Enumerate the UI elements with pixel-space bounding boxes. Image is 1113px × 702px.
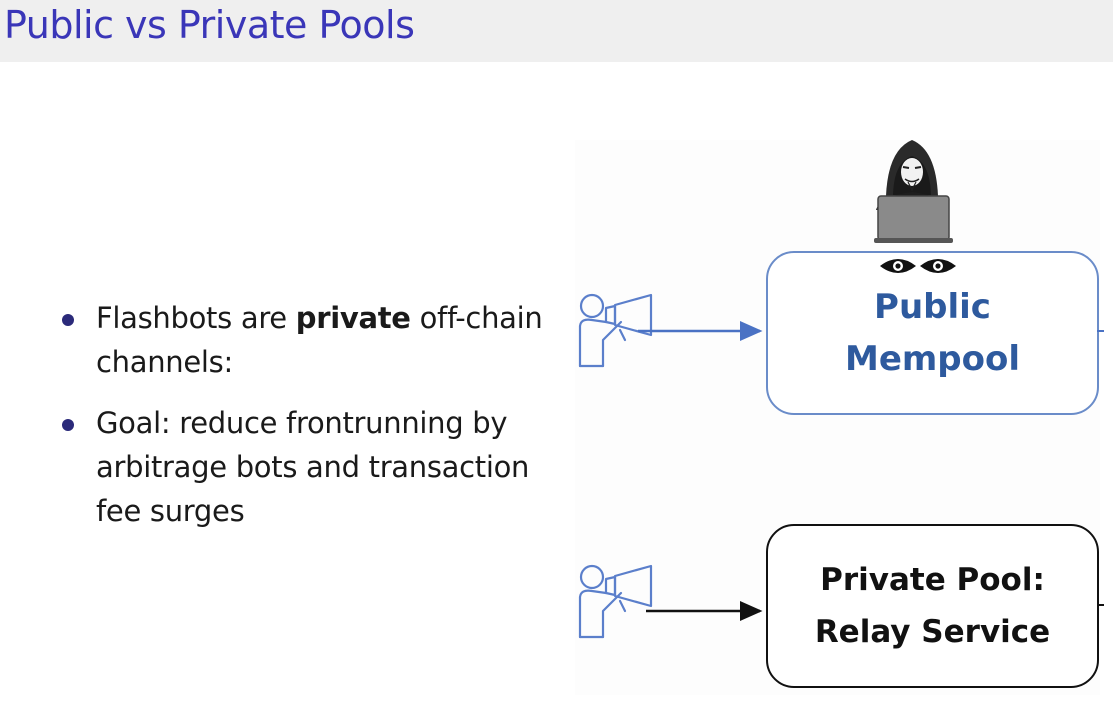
- bullet-text-pre: Goal: reduce frontrunning by arbitrage b…: [96, 406, 530, 528]
- bullet-list: Flashbots are private off-chain channels…: [62, 296, 566, 550]
- person-megaphone-icon: [578, 293, 653, 368]
- title-bar: Public vs Private Pools: [0, 0, 1113, 62]
- bullet-icon: [62, 314, 74, 326]
- bullet-text-bold: private: [295, 301, 411, 335]
- eyes-icon: [880, 259, 956, 273]
- private-box-label-line1: Private Pool:: [820, 562, 1045, 598]
- hooded-hacker-laptop-icon: [874, 140, 953, 243]
- private-pool-box: Private Pool: Relay Service: [766, 524, 1099, 688]
- public-box-label-line1: Public: [874, 287, 991, 327]
- person-megaphone-icon: [578, 564, 653, 639]
- public-box-label-line2: Mempool: [844, 339, 1021, 379]
- public-mempool-box: Public Mempool: [766, 251, 1099, 415]
- bullet-text-post: off-chain channels:: [96, 301, 543, 379]
- bullet-item: Goal: reduce frontrunning by arbitrage b…: [62, 401, 566, 533]
- bullet-item: Flashbots are private off-chain channels…: [62, 296, 566, 384]
- bullet-text-pre: Flashbots are: [96, 301, 296, 335]
- private-box-label-line2: Relay Service: [814, 614, 1051, 650]
- slide-title: Public vs Private Pools: [4, 3, 415, 47]
- bullet-icon: [62, 419, 74, 431]
